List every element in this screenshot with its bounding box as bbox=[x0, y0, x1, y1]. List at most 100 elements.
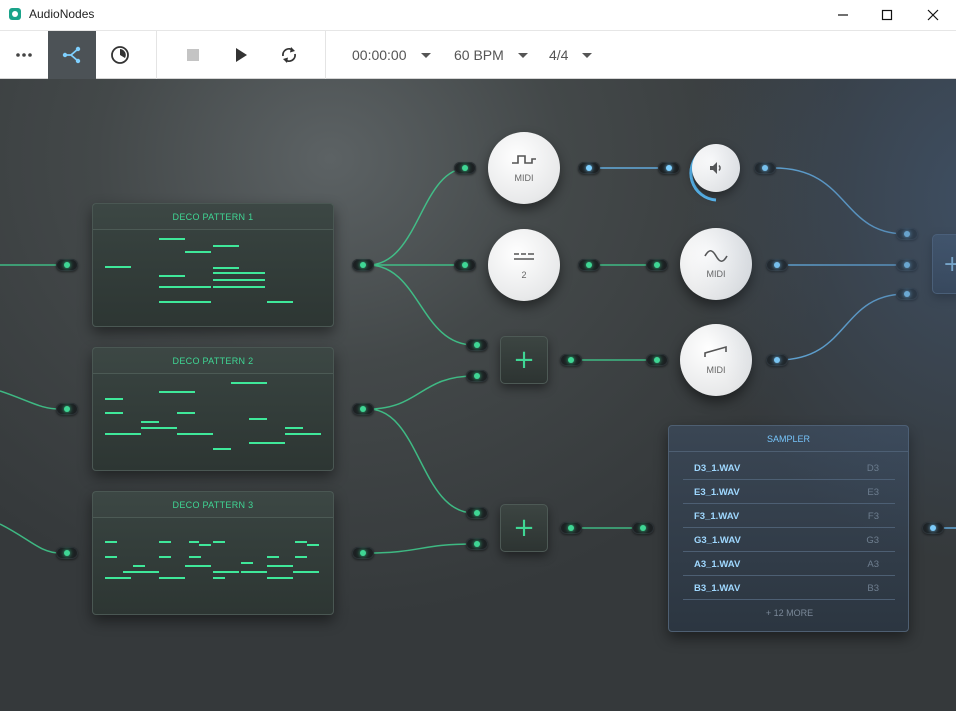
stop-button[interactable] bbox=[170, 31, 216, 79]
wire bbox=[367, 375, 475, 410]
sample-file: B3_1.WAV bbox=[694, 583, 741, 594]
square-oscillator-node[interactable]: MIDI bbox=[488, 132, 560, 204]
node-label: MIDI bbox=[706, 269, 726, 279]
add-node-button[interactable]: + bbox=[500, 504, 548, 552]
pattern-output-port[interactable] bbox=[352, 547, 374, 559]
sample-note: E3 bbox=[867, 487, 879, 498]
maximize-button[interactable] bbox=[864, 0, 910, 30]
sine-oscillator-node[interactable]: MIDI bbox=[680, 228, 752, 300]
node-output-port[interactable] bbox=[578, 259, 600, 271]
sample-row[interactable]: E3_1.WAV E3 bbox=[683, 480, 895, 504]
add-node-button[interactable]: + bbox=[500, 336, 548, 384]
pattern-node[interactable]: DECO PATTERN 1 bbox=[92, 203, 334, 327]
sawtooth-oscillator-node[interactable]: MIDI bbox=[680, 324, 752, 396]
node-graph-icon bbox=[62, 46, 81, 64]
node-input-port[interactable] bbox=[466, 538, 488, 550]
play-icon bbox=[236, 48, 247, 62]
maximize-icon bbox=[881, 9, 893, 21]
graph-view-button[interactable] bbox=[48, 31, 96, 79]
sample-row[interactable]: F3_1.WAV F3 bbox=[683, 504, 895, 528]
sampler-output-port[interactable] bbox=[922, 522, 944, 534]
title-bar: AudioNodes bbox=[0, 0, 956, 30]
sample-file: A3_1.WAV bbox=[694, 559, 741, 570]
sample-row[interactable]: G3_1.WAV G3 bbox=[683, 528, 895, 552]
output-input-port[interactable] bbox=[658, 162, 680, 174]
sample-row[interactable]: A3_1.WAV A3 bbox=[683, 552, 895, 576]
node-input-port[interactable] bbox=[454, 259, 476, 271]
minimize-icon bbox=[838, 14, 848, 16]
loop-button[interactable] bbox=[266, 31, 312, 79]
node-output-port[interactable] bbox=[766, 259, 788, 271]
sample-note: A3 bbox=[867, 559, 879, 570]
wire bbox=[367, 167, 469, 266]
mixer-input-port[interactable] bbox=[896, 259, 918, 271]
sample-file: G3_1.WAV bbox=[694, 535, 741, 546]
tempo-dropdown[interactable]: 60 BPM bbox=[454, 31, 528, 79]
wire bbox=[367, 543, 475, 554]
node-label: MIDI bbox=[706, 365, 726, 375]
gauge-icon bbox=[111, 46, 129, 64]
tempo-value: 60 BPM bbox=[454, 47, 504, 63]
piano-roll-notes bbox=[105, 541, 319, 579]
piano-roll-notes bbox=[105, 238, 293, 303]
mixer-input-port[interactable] bbox=[896, 288, 918, 300]
performance-view-button[interactable] bbox=[96, 31, 144, 79]
pattern-output-port[interactable] bbox=[352, 259, 374, 271]
node-input-port[interactable] bbox=[646, 259, 668, 271]
time-signature-dropdown[interactable]: 4/4 bbox=[549, 31, 593, 79]
mixer-input-port[interactable] bbox=[896, 228, 918, 240]
window-title: AudioNodes bbox=[29, 7, 95, 21]
delay-node[interactable]: 2 bbox=[488, 229, 560, 301]
pattern-output-port[interactable] bbox=[352, 403, 374, 415]
sampler-title: SAMPLER bbox=[669, 426, 908, 452]
time-dropdown[interactable]: 00:00:00 bbox=[352, 31, 431, 79]
pattern-title: DECO PATTERN 1 bbox=[93, 204, 333, 230]
output-output-port[interactable] bbox=[754, 162, 776, 174]
sample-file: D3_1.WAV bbox=[694, 463, 741, 474]
node-input-port[interactable] bbox=[466, 507, 488, 519]
node-input-port[interactable] bbox=[646, 354, 668, 366]
minimize-button[interactable] bbox=[820, 0, 866, 30]
close-button[interactable] bbox=[910, 0, 956, 30]
node-canvas[interactable]: DECO PATTERN 1 DECO PATTERN 2 DECO PATTE… bbox=[0, 79, 956, 711]
sample-row[interactable]: B3_1.WAV B3 bbox=[683, 576, 895, 600]
audio-output-node[interactable] bbox=[692, 144, 740, 192]
chevron-down-icon bbox=[420, 52, 431, 58]
pattern-input-port[interactable] bbox=[56, 259, 78, 271]
pattern-node[interactable]: DECO PATTERN 2 bbox=[92, 347, 334, 471]
play-button[interactable] bbox=[218, 31, 264, 79]
node-input-port[interactable] bbox=[466, 370, 488, 382]
node-input-port[interactable] bbox=[466, 339, 488, 351]
node-output-port[interactable] bbox=[560, 522, 582, 534]
chevron-down-icon bbox=[582, 52, 593, 58]
sample-row[interactable]: D3_1.WAV D3 bbox=[683, 456, 895, 480]
pattern-input-port[interactable] bbox=[56, 403, 78, 415]
sample-file: E3_1.WAV bbox=[694, 487, 740, 498]
node-output-port[interactable] bbox=[560, 354, 582, 366]
wire bbox=[0, 390, 61, 410]
sampler-input-port[interactable] bbox=[632, 522, 654, 534]
toolbar: 00:00:00 60 BPM 4/4 bbox=[0, 30, 956, 79]
pattern-title: DECO PATTERN 3 bbox=[93, 492, 333, 518]
wire bbox=[367, 264, 475, 346]
pattern-node[interactable]: DECO PATTERN 3 bbox=[92, 491, 334, 615]
plus-icon: + bbox=[513, 513, 535, 543]
plus-icon: + bbox=[943, 251, 956, 277]
app-logo-icon bbox=[9, 8, 21, 20]
node-input-port[interactable] bbox=[454, 162, 476, 174]
chevron-down-icon bbox=[517, 52, 528, 58]
wire bbox=[367, 408, 475, 514]
node-output-port[interactable] bbox=[766, 354, 788, 366]
more-options-button[interactable] bbox=[0, 31, 48, 79]
node-output-port[interactable] bbox=[578, 162, 600, 174]
sampler-node[interactable]: SAMPLER D3_1.WAV D3 E3_1.WAV E3 F3_1.WAV… bbox=[668, 425, 909, 632]
time-value: 00:00:00 bbox=[352, 47, 407, 63]
sample-file: F3_1.WAV bbox=[694, 511, 740, 522]
mixer-node[interactable]: + bbox=[932, 234, 956, 294]
stop-icon bbox=[187, 49, 199, 61]
sample-note: F3 bbox=[867, 511, 879, 522]
pattern-input-port[interactable] bbox=[56, 547, 78, 559]
time-signature-value: 4/4 bbox=[549, 47, 569, 63]
sample-note: G3 bbox=[866, 535, 879, 546]
more-samples-link[interactable]: + 12 MORE bbox=[765, 608, 814, 618]
